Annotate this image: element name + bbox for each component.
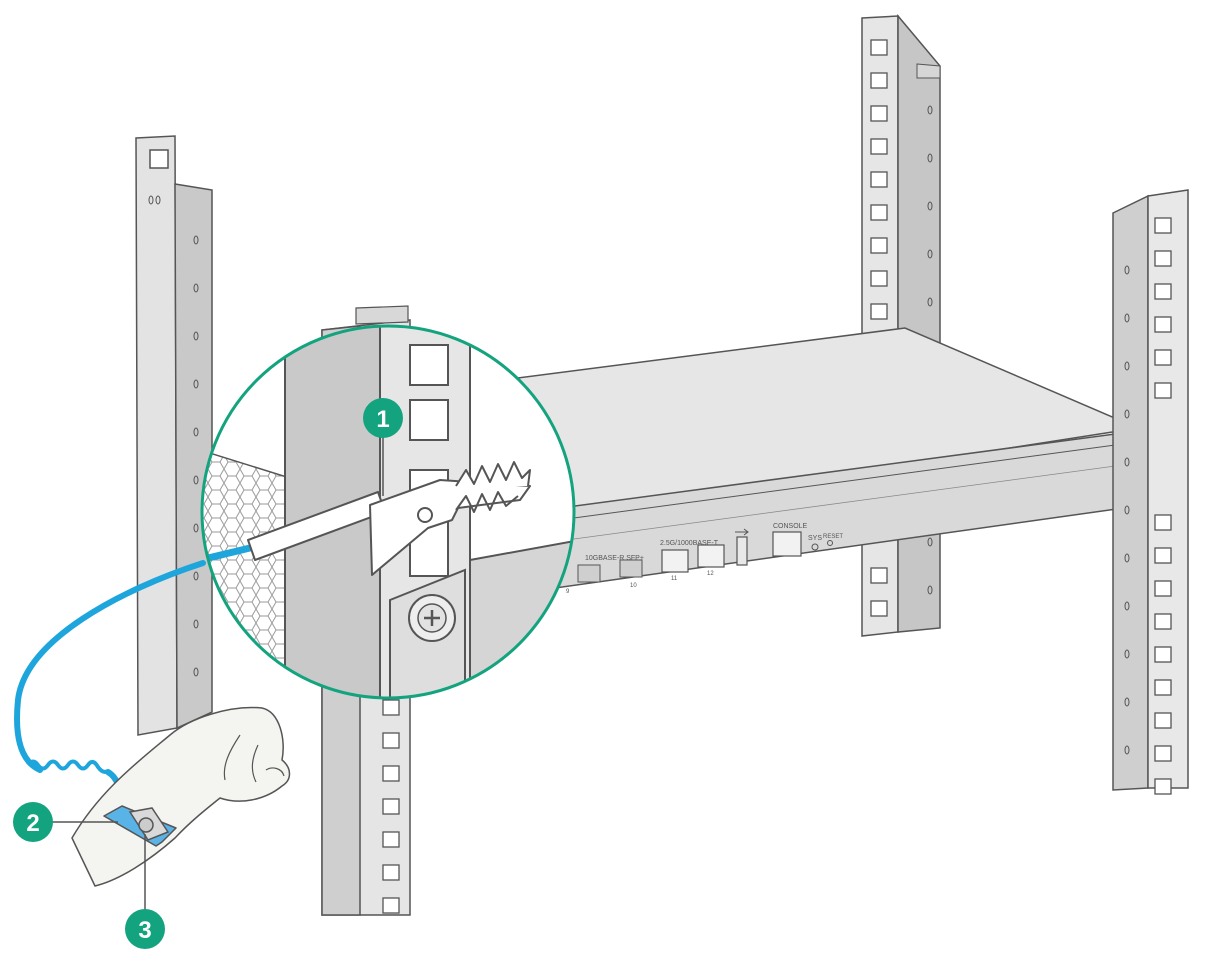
rack-slot	[1124, 361, 1130, 371]
rack-slot	[927, 249, 933, 259]
rack-hole	[870, 39, 888, 56]
rack-hole	[1154, 679, 1172, 696]
rack-hole	[870, 567, 888, 584]
rack-hole	[870, 270, 888, 287]
rack-hole	[1154, 382, 1172, 399]
reset-pinhole	[827, 540, 833, 546]
network-device: 10GBASE-R SFP+ 9 10 2.5G/1000BASE-T 11 1…	[438, 327, 1183, 601]
alligator-clip	[369, 461, 531, 576]
port-10-label: 10	[630, 583, 637, 589]
port-panel: 10GBASE-R SFP+ 9 10 2.5G/1000BASE-T 11 1…	[566, 523, 843, 595]
console-label: CONSOLE	[773, 523, 808, 530]
rack-hole	[382, 732, 400, 749]
rack-slot	[193, 571, 199, 581]
rack-slot	[1124, 409, 1130, 419]
magnifier-detail	[200, 324, 576, 700]
sys-label: SYS	[808, 535, 822, 542]
rj45-port	[697, 544, 725, 568]
rack-hole	[1154, 580, 1172, 597]
rack-hole	[1154, 712, 1172, 729]
rack-hole	[1154, 283, 1172, 300]
callout-2: 2	[13, 802, 118, 842]
rack-hole	[382, 765, 400, 782]
rack-hole	[1154, 613, 1172, 630]
ear-screw-enlarged	[408, 594, 456, 642]
rack-slot	[1124, 601, 1130, 611]
rack-slot	[927, 153, 933, 163]
rack-hole	[870, 600, 888, 617]
rack-slot	[1124, 697, 1130, 707]
port-11-label: 11	[671, 576, 678, 582]
callout-1-number: 1	[376, 406, 389, 433]
coiled-cord	[26, 759, 110, 774]
rack-slot	[1124, 553, 1130, 563]
rack-slot	[927, 585, 933, 595]
rack-slot	[193, 283, 199, 293]
rack-hole	[1154, 547, 1172, 564]
console-port	[772, 531, 802, 557]
sys-led	[811, 543, 819, 551]
rack-hole	[1154, 217, 1172, 234]
rack-rail-front-right	[1112, 189, 1189, 795]
rack-hole	[870, 72, 888, 89]
rack-slot	[193, 475, 199, 485]
port-12-label: 12	[707, 571, 714, 577]
rack-slot	[193, 427, 199, 437]
rack-hole	[1154, 745, 1172, 762]
copper-group-label: 2.5G/1000BASE-T	[660, 540, 719, 547]
rack-hole	[382, 831, 400, 848]
rack-hole	[870, 105, 888, 122]
rack-slot	[1124, 649, 1130, 659]
sfp-group-label: 10GBASE-R SFP+	[585, 555, 644, 562]
rack-hole	[1154, 349, 1172, 366]
rack-slot	[193, 235, 199, 245]
rack-hole	[870, 303, 888, 320]
rack-slot	[193, 379, 199, 389]
rack-slot	[1124, 457, 1130, 467]
sfp-port	[619, 559, 643, 578]
rack-hole	[1154, 778, 1172, 795]
rack-slot	[193, 523, 199, 533]
rack-slot	[927, 537, 933, 547]
rack-slot	[927, 105, 933, 115]
rack-slot	[193, 331, 199, 341]
wrist-strap	[103, 805, 177, 847]
rack-hole	[382, 897, 400, 914]
hand	[71, 706, 291, 887]
rack-hole	[870, 204, 888, 221]
rack-hole	[1154, 316, 1172, 333]
callout-3-number: 3	[138, 917, 151, 944]
usb-port	[736, 536, 748, 566]
rack-hole	[870, 171, 888, 188]
rack-hole	[382, 864, 400, 881]
rack-rail-back-left	[135, 135, 213, 736]
rack-hole	[870, 237, 888, 254]
port-9-label: 9	[566, 589, 570, 595]
rj45-port	[661, 549, 689, 573]
usb-icon	[735, 528, 749, 536]
callout-2-number: 2	[26, 810, 39, 837]
rack-hole	[382, 699, 400, 716]
rack-slot	[1124, 265, 1130, 275]
reset-label: RESET	[823, 534, 843, 540]
sfp-port	[577, 564, 601, 583]
rack-slot	[1124, 313, 1130, 323]
rack-slot	[1124, 505, 1130, 515]
rack-slot	[1124, 745, 1130, 755]
rack-hole	[1154, 646, 1172, 663]
rack-hole	[1154, 250, 1172, 267]
callout-1: 1	[363, 398, 403, 496]
rack-hole	[382, 798, 400, 815]
rack-hole	[870, 138, 888, 155]
rack-hole	[1154, 514, 1172, 531]
strap-snap	[138, 817, 154, 833]
rack-slot	[927, 201, 933, 211]
callout-3: 3	[125, 834, 165, 949]
rack-slot	[193, 667, 199, 677]
rack-slot	[193, 619, 199, 629]
rack-slot	[927, 297, 933, 307]
